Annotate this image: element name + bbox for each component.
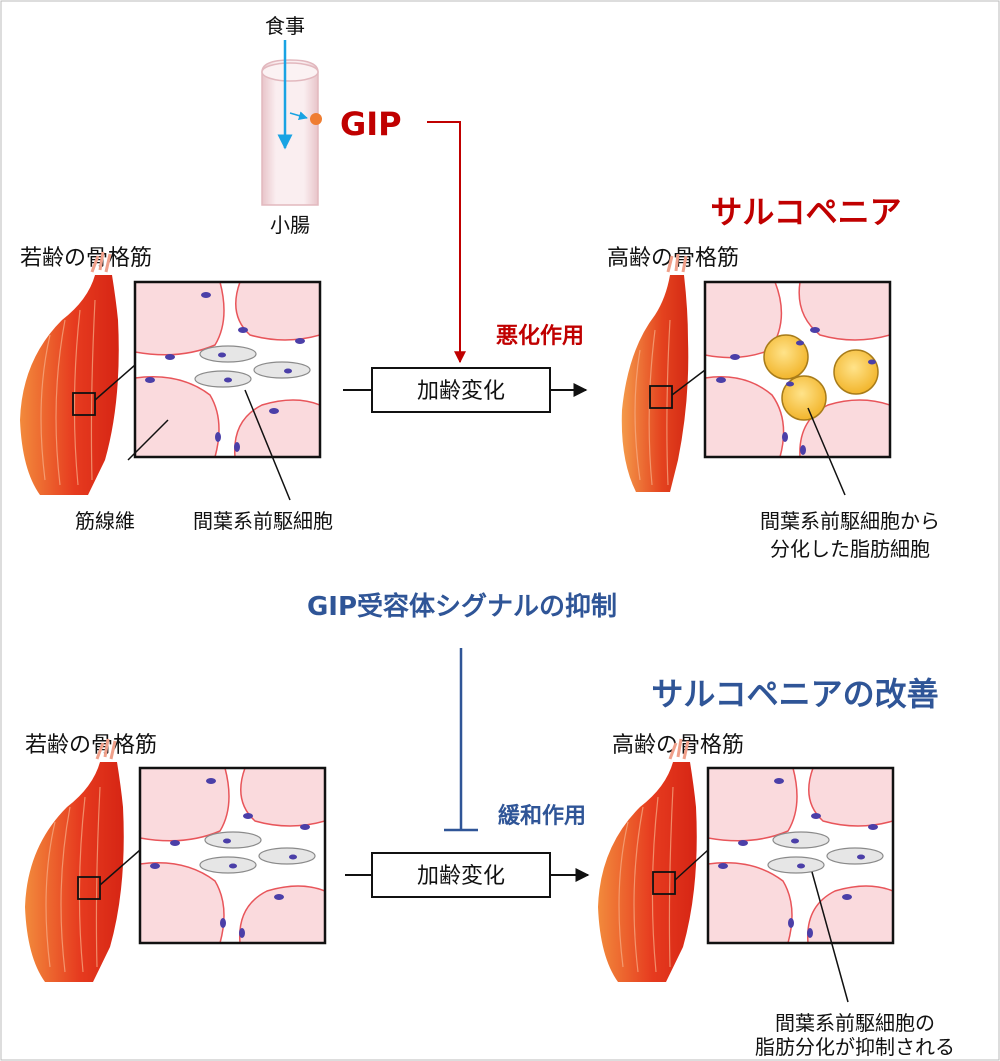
old-fiber-view-top: [705, 282, 890, 457]
zoom-box-top-left: [133, 280, 322, 459]
zoom-box-top-right: [703, 280, 892, 459]
zoom-line-bottom-right: [674, 849, 709, 881]
zoom-line-top-left: [94, 364, 136, 401]
relief-label: 緩和作用: [498, 803, 586, 829]
old-muscle-title-top: 高齢の骨格筋: [607, 246, 739, 271]
adipocyte-label-line2: 分化した脂肪細胞: [770, 537, 930, 561]
aging-box-bottom: [371, 852, 551, 898]
adipocyte-pointer: [807, 407, 846, 496]
mesenchymal-pointer-top: [244, 389, 291, 501]
suppression-label: GIP受容体シグナルの抑制: [307, 591, 617, 622]
young-fiber-view-bottom: [140, 768, 325, 943]
food-label: 食事: [265, 14, 305, 38]
zoom-line-top-right: [671, 369, 706, 396]
gip-effect-label: 悪化作用: [496, 323, 584, 349]
young-muscle-title-bottom: 若齢の骨格筋: [25, 733, 157, 758]
adipocyte-label-line1: 間葉系前駆細胞から: [760, 509, 940, 533]
aging-label-top: 加齢変化: [417, 379, 505, 404]
young-fiber-view-top: [135, 282, 320, 457]
improvement-label: サルコペニアの改善: [651, 675, 938, 713]
young-muscle-title-top: 若齢の骨格筋: [20, 246, 152, 271]
secretion-arrow: [289, 111, 308, 121]
sarcopenia-label: サルコペニア: [710, 193, 901, 231]
gip-label: GIP: [340, 105, 402, 143]
young-muscle-bottom: [25, 738, 124, 982]
fiber-pointer: [127, 419, 169, 461]
zoom-line-bottom-left: [99, 849, 141, 886]
mesenchymal-label-top: 間葉系前駆細胞: [193, 509, 333, 533]
note-pointer-bottom: [811, 871, 849, 1003]
zoom-box-bottom-left: [138, 766, 327, 945]
gip-dot: [310, 113, 322, 125]
note-line2: 脂肪分化が抑制される: [755, 1035, 955, 1059]
young-muscle-top: [20, 251, 119, 495]
zoom-box-bottom-right: [706, 766, 895, 945]
intestine-label: 小腸: [270, 213, 310, 237]
gip-effect-arrow: [427, 121, 466, 364]
old-fiber-view-bottom: [708, 768, 893, 943]
fiber-label: 筋線維: [75, 509, 135, 533]
old-muscle-bottom: [598, 738, 697, 982]
old-muscle-top: [621, 253, 689, 492]
note-line1: 間葉系前駆細胞の: [775, 1011, 935, 1035]
small-intestine: [261, 59, 319, 206]
aging-label-bottom: 加齢変化: [417, 864, 505, 889]
